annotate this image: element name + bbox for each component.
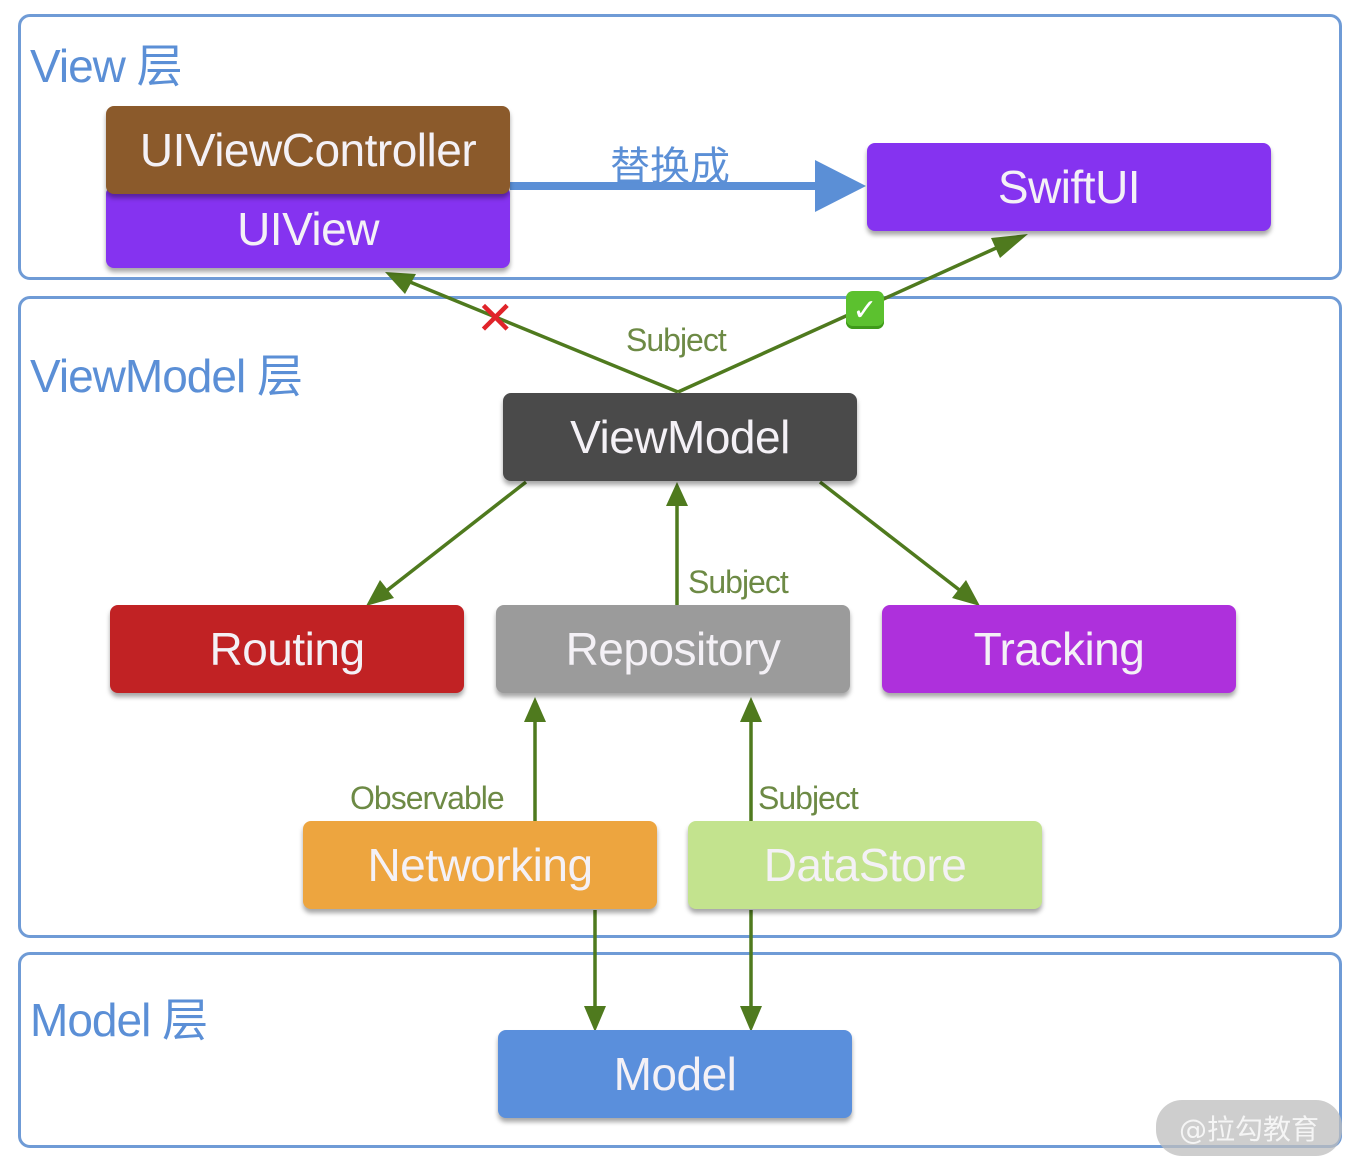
datastore-node: DataStore <box>688 821 1042 909</box>
swiftui-label: SwiftUI <box>997 161 1141 213</box>
repository-node: Repository <box>496 605 850 693</box>
view-layer-title: View 层 <box>30 40 183 92</box>
viewmodel-layer-title: ViewModel 层 <box>30 350 303 402</box>
networking-node: Networking <box>303 821 657 909</box>
repository-label: Repository <box>565 623 781 675</box>
viewmodel-node: ViewModel <box>503 393 857 481</box>
uiview-node: UIView <box>106 186 510 268</box>
swiftui-node: SwiftUI <box>867 143 1271 231</box>
viewmodel-to-view-label: Subject <box>626 322 727 358</box>
repository-to-viewmodel-label: Subject <box>688 564 789 600</box>
routing-label: Routing <box>209 623 365 675</box>
routing-node: Routing <box>110 605 464 693</box>
datastore-to-repository-label: Subject <box>758 780 859 816</box>
model-layer-title: Model 层 <box>30 994 208 1046</box>
networking-label: Networking <box>367 839 593 891</box>
watermark: @拉勾教育 <box>1156 1100 1342 1156</box>
rejected-x-icon: ✕ <box>476 291 515 345</box>
viewmodel-label: ViewModel <box>570 411 790 463</box>
model-label: Model <box>613 1048 737 1100</box>
model-node: Model <box>498 1030 852 1118</box>
tracking-label: Tracking <box>973 623 1145 675</box>
accepted-check-icon: ✓ <box>846 291 884 329</box>
datastore-label: DataStore <box>763 839 967 891</box>
uiviewcontroller-node: UIViewController <box>106 106 510 194</box>
uiviewcontroller-label: UIViewController <box>139 124 477 176</box>
networking-to-repository-label: Observable <box>350 780 505 816</box>
replace-label: 替换成 <box>610 144 730 190</box>
tracking-node: Tracking <box>882 605 1236 693</box>
uiview-label: UIView <box>237 203 379 255</box>
